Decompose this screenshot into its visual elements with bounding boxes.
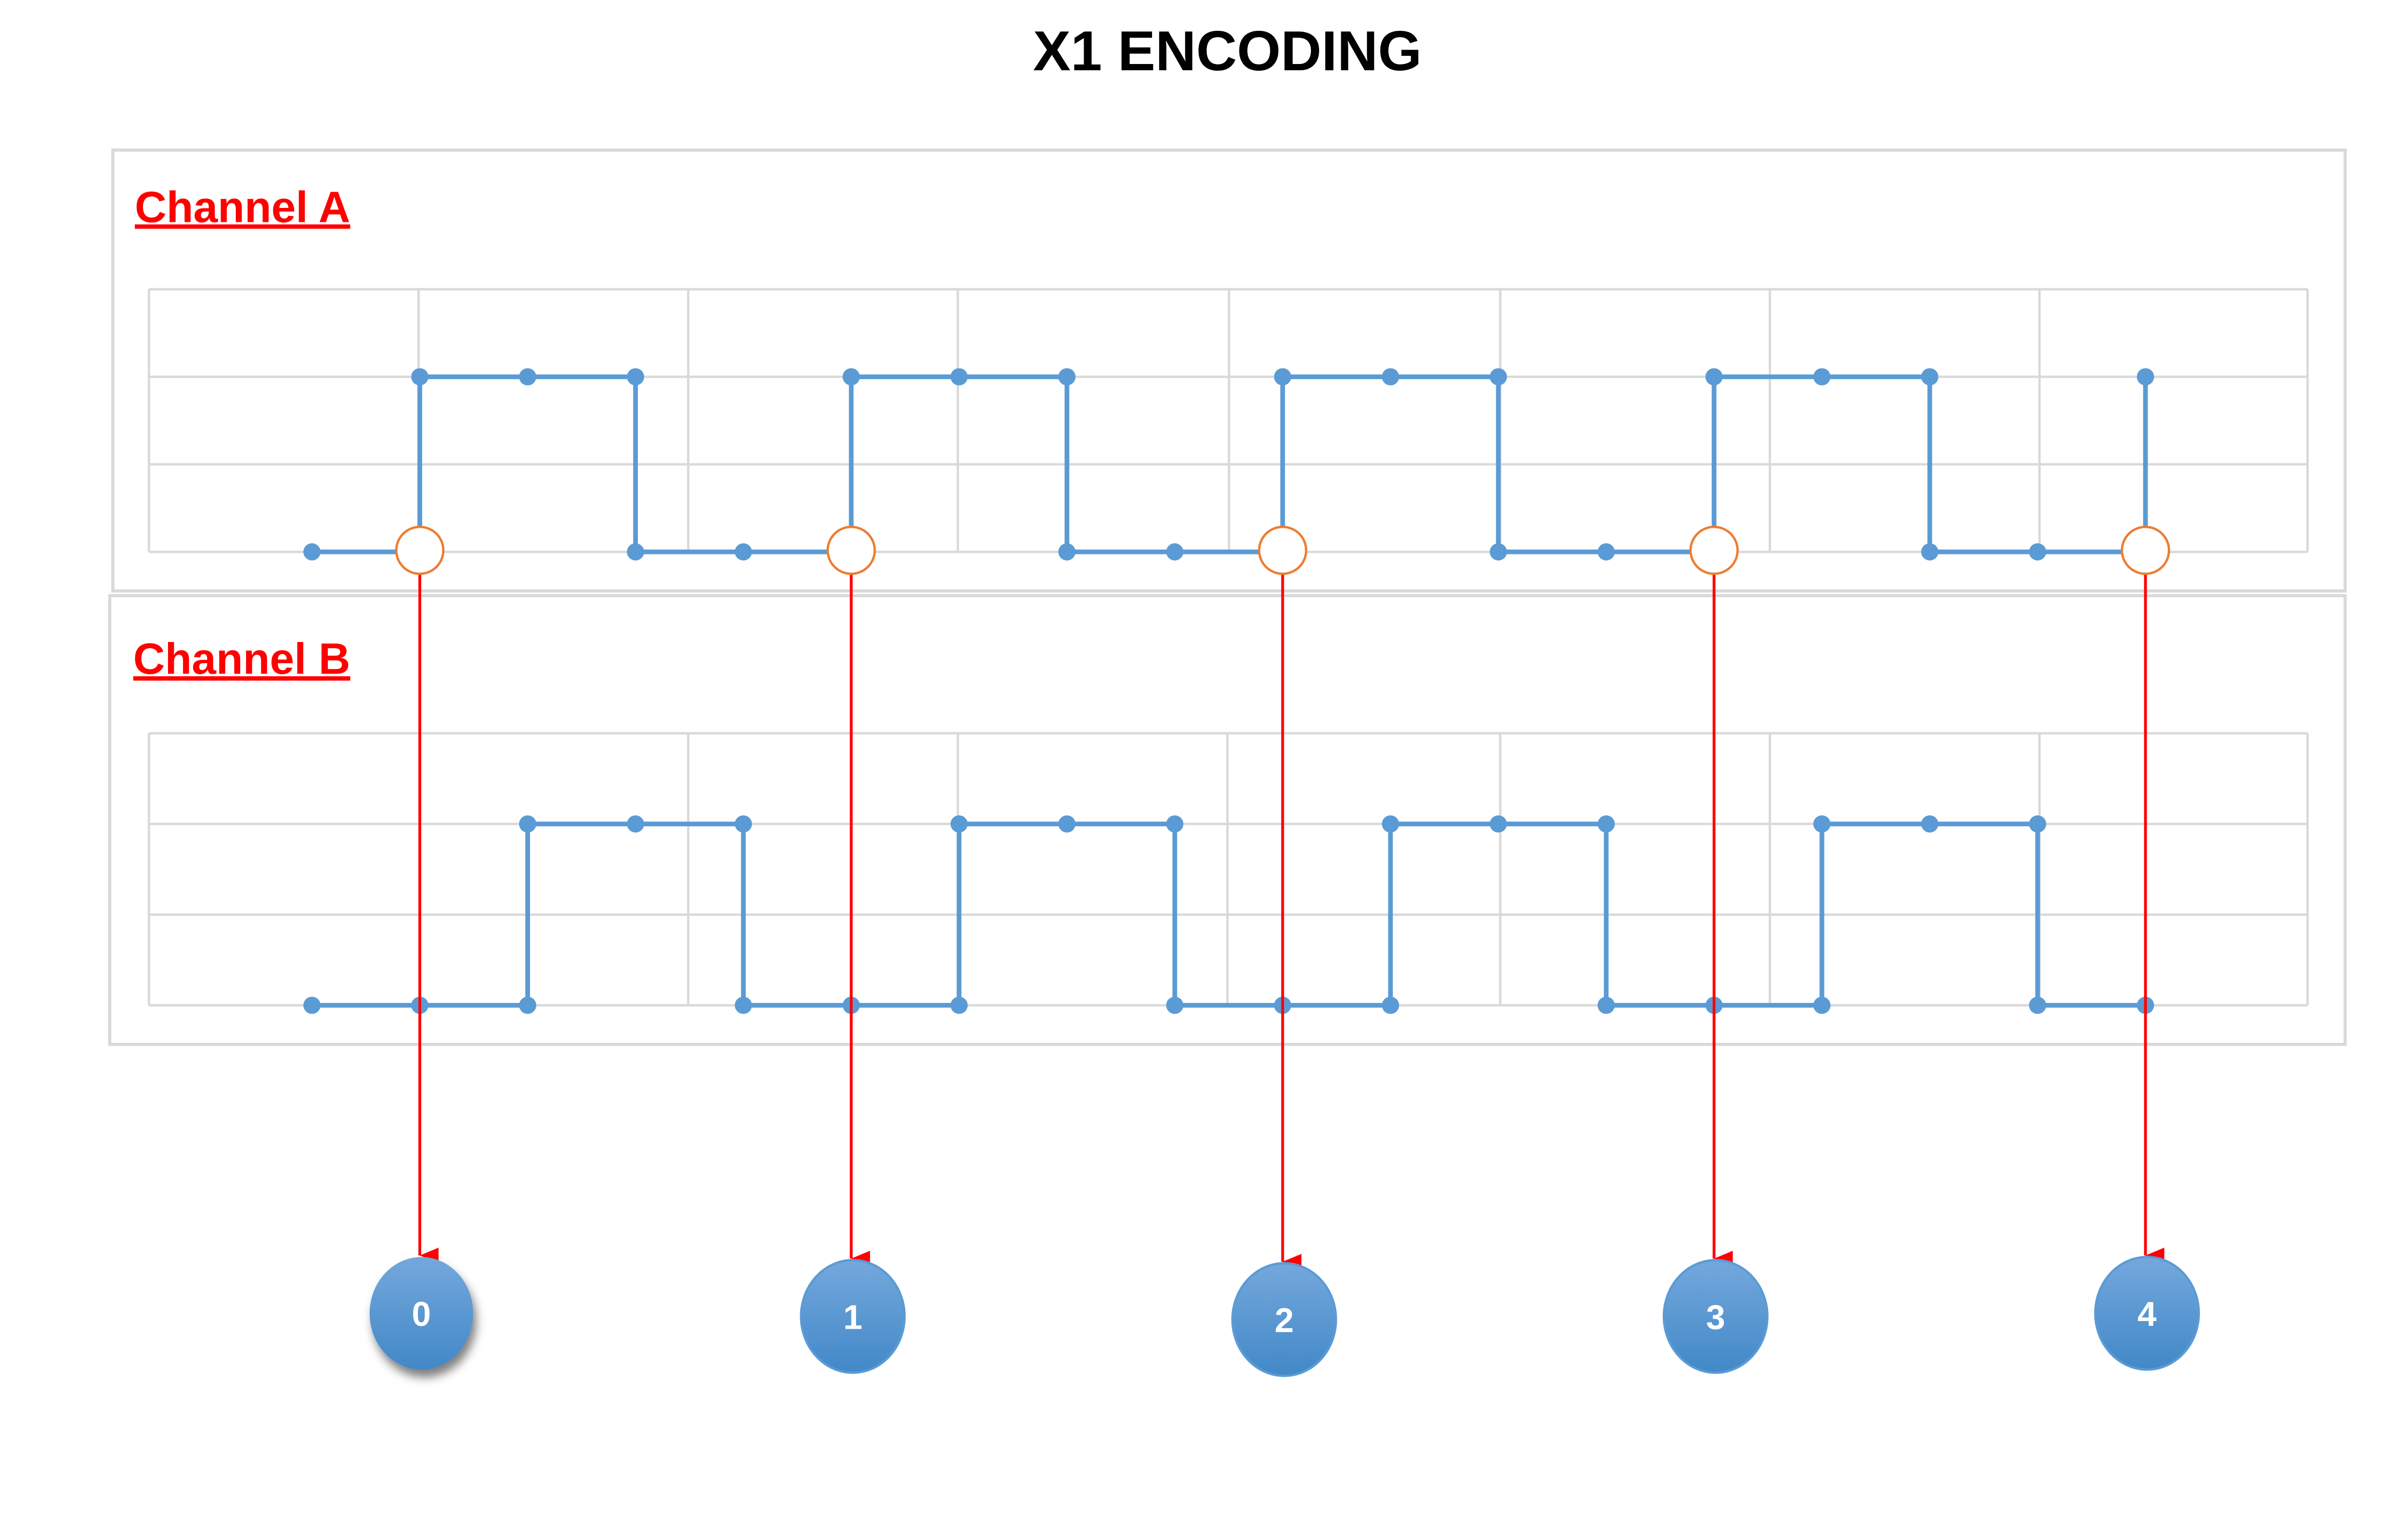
count-label: 4 [2137,1295,2157,1334]
signal-point [1382,368,1399,385]
signal-point [842,368,860,385]
signal-line [312,821,2146,1008]
count-bubble-3: 3 [1662,1259,1769,1374]
rising-edge-marker [826,526,876,575]
signal-point [2029,815,2046,833]
count-bubble-shape [1231,1262,1337,1377]
signal-point [1813,997,1831,1014]
count-label: 1 [843,1298,863,1336]
signal-point [950,997,968,1014]
signal-point [735,815,752,833]
signal-point [1166,815,1184,833]
signal-point [303,543,321,561]
signal-point [2136,368,2154,385]
channel-a-grid [147,288,2309,553]
signal-point [1382,815,1399,833]
signal-point [1705,368,1723,385]
signal-point [1489,543,1507,561]
signal-point [735,997,752,1014]
signal-point [1382,997,1399,1014]
count-bubble-4: 4 [2094,1256,2200,1371]
signal-point [1274,368,1292,385]
channel-b-signal [303,815,2154,1014]
signal-point [1597,815,1615,833]
signal-point [1489,368,1507,385]
signal-point [1921,815,1939,833]
signal-point [1597,543,1615,561]
count-bubble-0: 0 [369,1257,473,1370]
signal-point [519,997,537,1014]
count-bubble-1: 1 [800,1259,906,1374]
signal-point [1166,543,1184,561]
signal-point [411,368,428,385]
signal-point [2029,997,2046,1014]
signal-point [627,543,645,561]
signal-point [1058,368,1076,385]
signal-point [627,815,645,833]
signal-point [950,368,968,385]
diagram-title: X1 ENCODING [1033,19,1422,82]
rising-edge-marker [1258,526,1307,575]
count-bubble-2: 2 [1231,1262,1337,1377]
signal-point [1813,368,1831,385]
count-label: 0 [412,1295,431,1334]
count-bubble-shape [800,1259,906,1374]
signal-point [519,368,537,385]
rising-edge-markers [395,526,2171,575]
signal-point [1597,997,1615,1014]
signal-point [1058,543,1076,561]
count-label: 3 [1706,1298,1725,1336]
count-bubble-shape [1662,1259,1769,1374]
count-bubbles: 0 1 2 3 4 [369,1256,2200,1377]
signal-point [1813,815,1831,833]
rising-edge-marker [1689,526,1739,575]
count-arrows [418,574,2164,1270]
channel-b-label: Channel B [133,635,350,683]
signal-point [519,815,537,833]
signal-point [627,368,645,385]
channel-a-label: Channel A [135,183,350,231]
signal-point [1489,815,1507,833]
signal-point [2029,543,2046,561]
signal-point [950,815,968,833]
signal-point [1921,368,1939,385]
count-bubble-shape [369,1257,473,1370]
count-bubble-shape [2094,1256,2200,1371]
rising-edge-marker [395,526,445,575]
count-label: 2 [1275,1301,1294,1340]
signal-point [303,997,321,1014]
signal-point [735,543,752,561]
rising-edge-marker [2121,526,2171,575]
signal-point [1166,997,1184,1014]
signal-point [1058,815,1076,833]
signal-point [1921,543,1939,561]
